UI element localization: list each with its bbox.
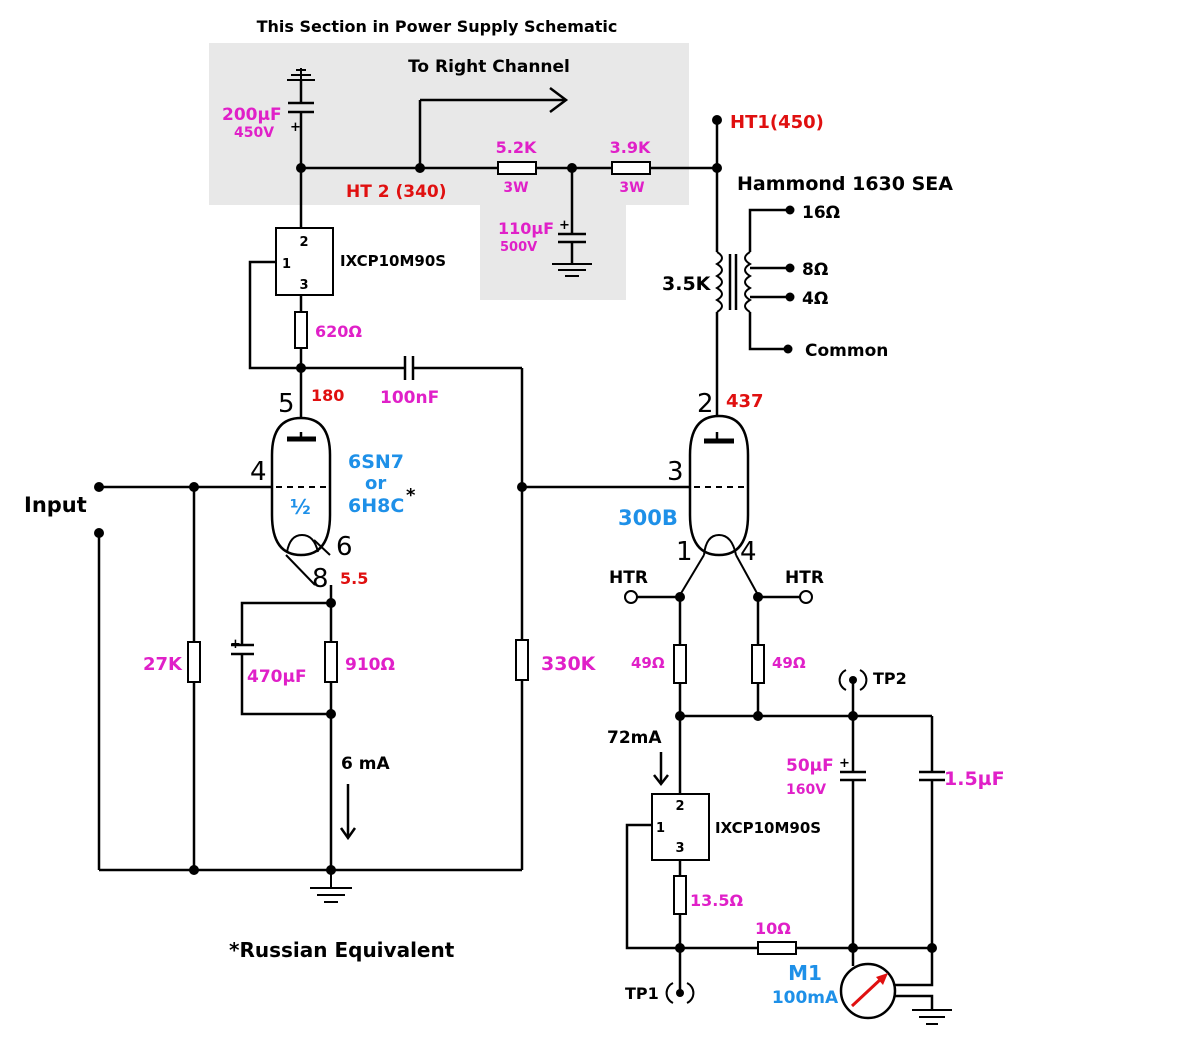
driver-pin8: 8 (312, 564, 329, 594)
resistor-3-9k-value: 3.9K (610, 138, 651, 157)
resistor-49-left (673, 644, 687, 684)
output-plate-voltage: 437 (726, 391, 764, 412)
resistor-10 (757, 941, 797, 955)
capacitor-200uf-voltage: 450V (234, 125, 274, 141)
regulator-2-part: IXCP10M90S (715, 819, 821, 837)
ht1-label: HT1(450) (730, 112, 824, 133)
resistor-49-right-value: 49Ω (772, 654, 806, 672)
driver-pin4: 4 (250, 457, 267, 487)
driver-tube-or: or (365, 473, 386, 494)
output-pin1: 1 (676, 537, 693, 567)
input-label: Input (24, 493, 87, 517)
resistor-5-2k (497, 161, 537, 175)
htr-right-label: HTR (785, 568, 824, 588)
capacitor-200uf-value: 200µF (222, 105, 282, 125)
resistor-620 (294, 311, 308, 349)
tp1-label: TP1 (625, 984, 659, 1003)
capacitor-470uf-plus: + (230, 637, 241, 652)
ground-symbol-driver (310, 870, 352, 903)
power-supply-region (209, 43, 689, 205)
driver-current-arrow (339, 784, 357, 841)
resistor-3-9k-watt: 3W (619, 180, 644, 196)
capacitor-50uf-value: 50µF (786, 756, 834, 776)
resistor-620-value: 620Ω (315, 322, 362, 341)
driver-tube-star: * (406, 485, 416, 506)
transformer-tap-4: 4Ω (802, 289, 828, 309)
resistor-3-9k (611, 161, 651, 175)
transformer-primary: 3.5K (662, 273, 712, 295)
driver-tube-name: 6SN7 (348, 451, 404, 473)
footnote: *Russian Equivalent (229, 938, 455, 962)
regulator-2-pin2: 2 (675, 799, 684, 814)
resistor-27k-value: 27K (143, 654, 183, 675)
capacitor-50uf-voltage: 160V (786, 782, 826, 798)
htr-left-label: HTR (609, 568, 648, 588)
capacitor-470uf-value: 470µF (247, 667, 307, 687)
transformer-tap-16: 16Ω (802, 203, 840, 223)
resistor-13-5-value: 13.5Ω (690, 891, 743, 910)
resistor-330k (515, 639, 529, 681)
regulator-1-part: IXCP10M90S (340, 252, 446, 270)
capacitor-200uf-plus: + (290, 120, 301, 135)
ground-symbol-output (912, 1009, 952, 1025)
capacitor-1-5uf-value: 1.5µF (944, 768, 1005, 790)
ht2-label: HT 2 (340) (346, 182, 447, 202)
power-supply-note: This Section in Power Supply Schematic (257, 17, 618, 36)
transformer-common: Common (805, 341, 888, 361)
capacitor-110uf-value: 110µF (498, 219, 554, 238)
driver-half: ½ (290, 495, 311, 519)
resistor-13-5 (673, 875, 687, 915)
right-channel-label: To Right Channel (408, 57, 570, 77)
htr-right-terminal (799, 590, 813, 604)
resistor-10-value: 10Ω (755, 919, 791, 938)
resistor-49-right (751, 644, 765, 684)
output-pin3: 3 (667, 457, 684, 487)
regulator-2 (651, 793, 710, 861)
driver-plate-voltage: 180 (311, 386, 344, 405)
driver-pin6: 6 (336, 532, 353, 562)
capacitor-110uf-plus: + (559, 218, 570, 233)
output-tube-name: 300B (618, 506, 678, 530)
driver-pin5: 5 (278, 389, 295, 419)
output-pin2: 2 (697, 389, 714, 419)
driver-current: 6 mA (341, 754, 390, 774)
capacitor-50uf-plus: + (839, 756, 850, 771)
capacitor-110uf-voltage: 500V (500, 240, 537, 255)
resistor-5-2k-watt: 3W (503, 180, 528, 196)
meter-range: 100mA (772, 988, 839, 1008)
resistor-910 (324, 641, 338, 683)
power-supply-region-lower (480, 205, 626, 300)
driver-tube-alt: 6H8C (348, 495, 404, 517)
regulator-2-pin1: 1 (656, 821, 665, 836)
meter-name: M1 (788, 961, 822, 985)
htr-left-terminal (624, 590, 638, 604)
tp2-label: TP2 (873, 669, 907, 688)
regulator-2-pin3: 3 (675, 841, 684, 856)
resistor-49-left-value: 49Ω (631, 654, 665, 672)
resistor-910-value: 910Ω (345, 655, 395, 675)
capacitor-110uf (552, 168, 592, 277)
driver-cathode-voltage: 5.5 (340, 569, 368, 588)
regulator-1-pin2: 2 (299, 235, 308, 250)
regulator-1-pin3: 3 (299, 278, 308, 293)
transformer-tap-8: 8Ω (802, 260, 828, 280)
resistor-5-2k-value: 5.2K (496, 138, 537, 157)
resistor-27k (187, 641, 201, 683)
transformer-name: Hammond 1630 SEA (737, 173, 953, 195)
regulator-1-pin1: 1 (282, 257, 291, 272)
output-current-arrow (653, 752, 669, 787)
capacitor-200uf (288, 80, 314, 168)
output-pin4: 4 (740, 537, 757, 567)
right-channel-arrow (418, 87, 569, 168)
output-current: 72mA (607, 728, 662, 748)
resistor-330k-value: 330K (541, 653, 597, 675)
capacitor-100nf-value: 100nF (380, 388, 439, 408)
output-tube-envelope (688, 414, 750, 557)
